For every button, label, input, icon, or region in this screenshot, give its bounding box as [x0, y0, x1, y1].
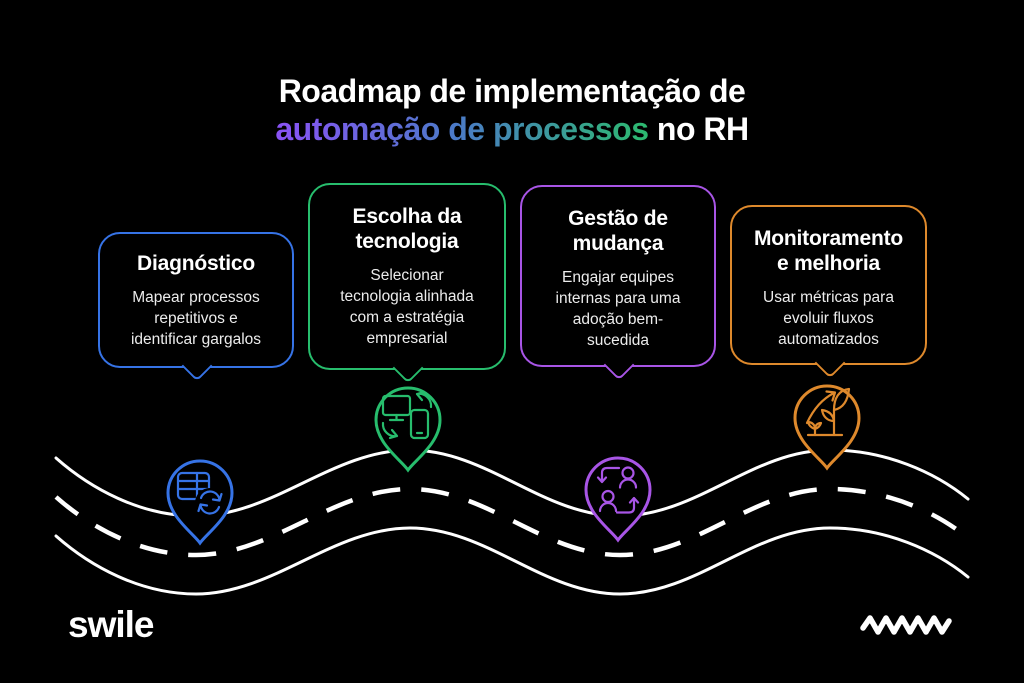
pin-escolha-tecnologia	[374, 386, 442, 473]
step-card-monitoramento: Monitoramento e melhoria Usar métricas p…	[730, 205, 927, 379]
step-title: Escolha da tecnologia	[352, 205, 462, 253]
step-title: Monitoramento e melhoria	[753, 227, 904, 275]
page-title: Roadmap de implementação de automação de…	[0, 72, 1024, 148]
pin-diagnostico	[166, 459, 234, 546]
title-line1: Roadmap de implementação de	[278, 73, 746, 109]
device-sync-icon	[381, 390, 433, 440]
table-sync-icon	[176, 471, 225, 518]
step-card-gestao-mudanca: Gestão de mudança Engajar equipes intern…	[520, 185, 716, 381]
map-pin-icon	[584, 456, 652, 543]
step-card-escolha-tecnologia: Escolha da tecnologia Selecionar tecnolo…	[308, 183, 506, 384]
step-title: Gestão de mudança	[568, 207, 668, 255]
title-suffix: no RH	[648, 111, 749, 147]
title-gradient-text: automação de processos	[275, 111, 649, 147]
step-title: Diagnóstico	[137, 252, 255, 275]
road-bottom-edge	[54, 526, 970, 596]
pin-gestao-mudanca	[584, 456, 652, 543]
step-body: Mapear processos repetitivos e identific…	[130, 289, 262, 348]
title-line2: automação de processos no RH	[0, 110, 1024, 148]
pin-monitoramento	[793, 384, 861, 471]
growth-plant-icon	[805, 387, 851, 437]
step-body: Selecionar tecnologia alinhada com a est…	[340, 267, 474, 347]
people-exchange-icon	[596, 466, 640, 514]
swile-logo: swile	[68, 604, 154, 645]
step-body: Engajar equipes internas para uma adoção…	[555, 269, 681, 349]
step-card-diagnostico: Diagnóstico Mapear processos repetitivos…	[98, 232, 294, 382]
zigzag-mark	[860, 615, 952, 635]
step-body: Usar métricas para evoluir fluxos automa…	[763, 289, 894, 348]
road-center-dashed-line	[54, 486, 970, 558]
map-pin-icon	[374, 386, 442, 473]
